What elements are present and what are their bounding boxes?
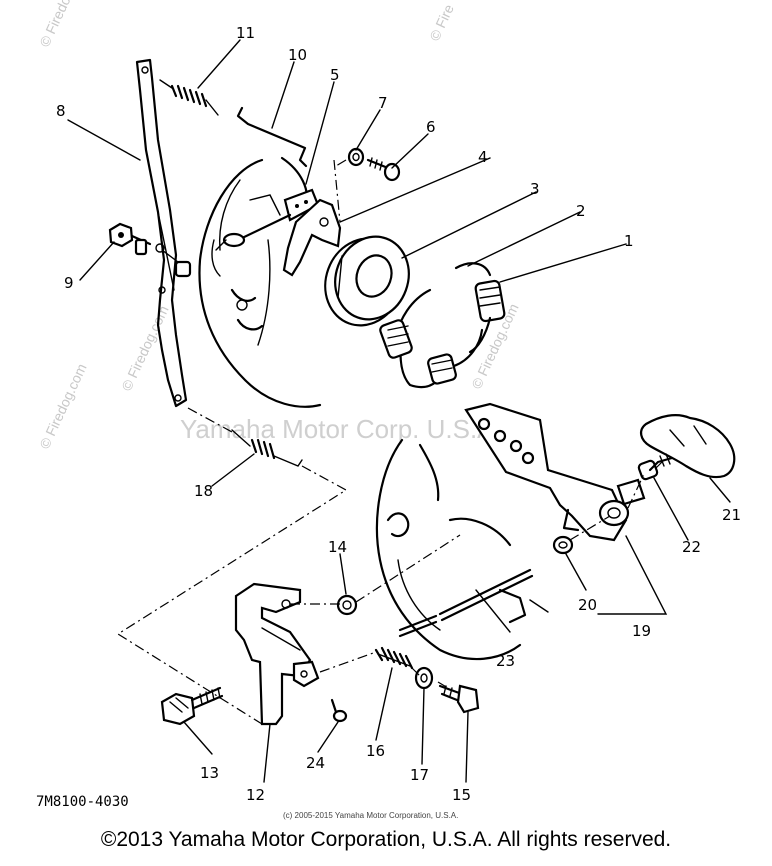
watermark-mid-center: © Firedog.com bbox=[118, 303, 171, 393]
part-2-harness bbox=[379, 288, 484, 389]
assembly-lines bbox=[116, 159, 665, 725]
label-part-21: 21 bbox=[722, 506, 741, 524]
part-21-knob bbox=[640, 414, 736, 479]
label-part-4: 4 bbox=[478, 148, 488, 166]
part-17-washer bbox=[414, 666, 434, 690]
engine-casting-lower bbox=[375, 438, 549, 661]
part-12-bracket bbox=[234, 582, 320, 726]
label-part-20: 20 bbox=[578, 596, 597, 614]
part-16-spring bbox=[374, 646, 414, 670]
label-part-19: 19 bbox=[632, 622, 651, 640]
part-14-washer bbox=[336, 594, 358, 616]
part-18-spring bbox=[231, 429, 303, 467]
label-part-10: 10 bbox=[288, 46, 307, 64]
label-part-17: 17 bbox=[410, 766, 429, 784]
label-part-15: 15 bbox=[452, 786, 471, 804]
watermark-mid-left: © Firedog.com bbox=[36, 361, 89, 451]
label-part-8: 8 bbox=[56, 102, 66, 120]
leader-lines bbox=[67, 39, 731, 783]
diagram-code: 7M8100-4030 bbox=[36, 794, 129, 810]
part-6-screw bbox=[366, 157, 401, 182]
footer-copyright: ©2013 Yamaha Motor Corporation, U.S.A. A… bbox=[100, 828, 672, 851]
small-copyright: (c) 2005-2015 Yamaha Motor Corporation, … bbox=[283, 811, 458, 820]
watermark-center: Yamaha Motor Corp. U.S.A. bbox=[180, 414, 502, 444]
part-3-coil bbox=[324, 235, 410, 327]
label-part-14: 14 bbox=[328, 538, 347, 556]
label-part-11: 11 bbox=[236, 24, 255, 42]
part-23-rod bbox=[398, 568, 534, 638]
part-4-armature bbox=[282, 198, 342, 277]
part-labels: 1 2 3 4 5 6 7 8 9 10 11 12 13 14 15 16 1… bbox=[56, 24, 741, 804]
label-part-6: 6 bbox=[426, 118, 436, 136]
label-part-23: 23 bbox=[496, 652, 515, 670]
label-part-7: 7 bbox=[378, 94, 388, 112]
label-part-12: 12 bbox=[246, 786, 265, 804]
label-part-9: 9 bbox=[64, 274, 74, 292]
part-7-washer bbox=[347, 147, 365, 167]
part-10-rod bbox=[236, 106, 308, 168]
label-part-3: 3 bbox=[530, 180, 540, 198]
watermark-top-right: © Fire bbox=[426, 2, 457, 44]
label-part-18: 18 bbox=[194, 482, 213, 500]
watermark-top-left: © Firedog.com bbox=[36, 0, 89, 49]
label-part-5: 5 bbox=[330, 66, 340, 84]
part-8-lever bbox=[135, 58, 192, 408]
part-1-harness bbox=[454, 262, 506, 354]
part-20-washer bbox=[552, 535, 574, 555]
label-part-13: 13 bbox=[200, 764, 219, 782]
label-part-1: 1 bbox=[624, 232, 634, 250]
label-part-16: 16 bbox=[366, 742, 385, 760]
label-part-22: 22 bbox=[682, 538, 701, 556]
part-13-bolt bbox=[160, 686, 224, 726]
label-part-24: 24 bbox=[306, 754, 325, 772]
part-19-bracket bbox=[464, 402, 646, 542]
part-9-nut bbox=[108, 222, 152, 256]
part-24-screw bbox=[330, 698, 348, 723]
part-22-collar bbox=[637, 459, 659, 481]
label-part-2: 2 bbox=[576, 202, 586, 220]
part-15-bolt bbox=[438, 684, 480, 714]
engine-casting-upper bbox=[198, 156, 322, 408]
part-11-spring bbox=[159, 79, 219, 116]
